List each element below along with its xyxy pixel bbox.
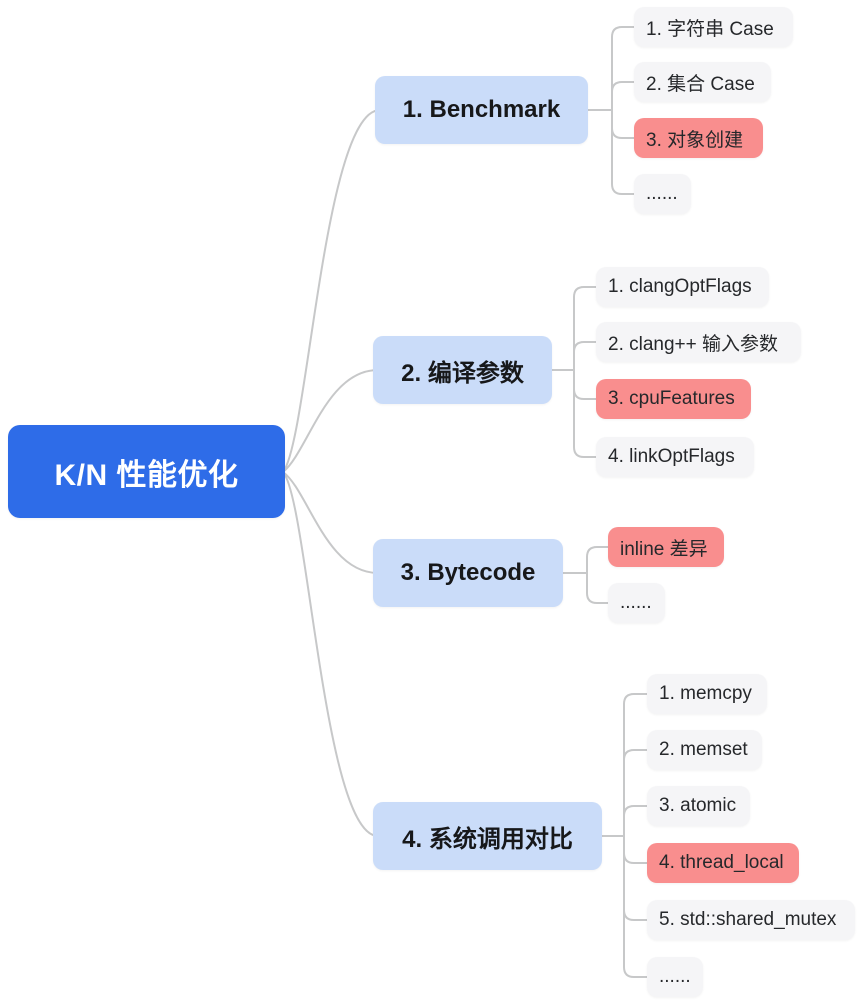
child-node-object-create[interactable]: 3. 对象创建 — [634, 118, 763, 158]
branch1-child-connectors — [581, 26, 641, 195]
branch-node-benchmark[interactable]: 1. Benchmark — [375, 76, 588, 144]
child-node-inline-diff[interactable]: inline 差异 — [608, 527, 724, 567]
child-node-memcpy[interactable]: 1. memcpy — [647, 674, 767, 714]
child-node-ellipsis[interactable]: ...... — [634, 174, 691, 214]
branch-node-bytecode[interactable]: 3. Bytecode — [373, 539, 563, 607]
branch-node-compile-params[interactable]: 2. 编译参数 — [373, 336, 552, 404]
branch-node-syscall-compare[interactable]: 4. 系统调用对比 — [373, 802, 602, 870]
child-node-thread-local[interactable]: 4. thread_local — [647, 843, 799, 883]
child-node-clangoptflags[interactable]: 1. clangOptFlags — [596, 267, 769, 307]
branch3-child-connectors — [553, 546, 615, 604]
child-node-linkoptflags[interactable]: 4. linkOptFlags — [596, 437, 754, 477]
child-node-collection-case[interactable]: 2. 集合 Case — [634, 62, 771, 102]
root-branch-curves — [282, 109, 381, 837]
child-node-clangxx-input[interactable]: 2. clang++ 输入参数 — [596, 322, 801, 362]
child-node-cpufeatures[interactable]: 3. cpuFeatures — [596, 379, 751, 419]
child-node-memset[interactable]: 2. memset — [647, 730, 762, 770]
child-node-string-case[interactable]: 1. 字符串 Case — [634, 7, 793, 47]
child-node-shared-mutex[interactable]: 5. std::shared_mutex — [647, 900, 855, 940]
branch4-child-connectors — [594, 693, 654, 978]
child-node-ellipsis[interactable]: ...... — [647, 957, 703, 997]
branch2-child-connectors — [545, 286, 603, 458]
root-node[interactable]: K/N 性能优化 — [8, 425, 285, 518]
child-node-atomic[interactable]: 3. atomic — [647, 786, 750, 826]
child-node-ellipsis[interactable]: ...... — [608, 583, 665, 623]
